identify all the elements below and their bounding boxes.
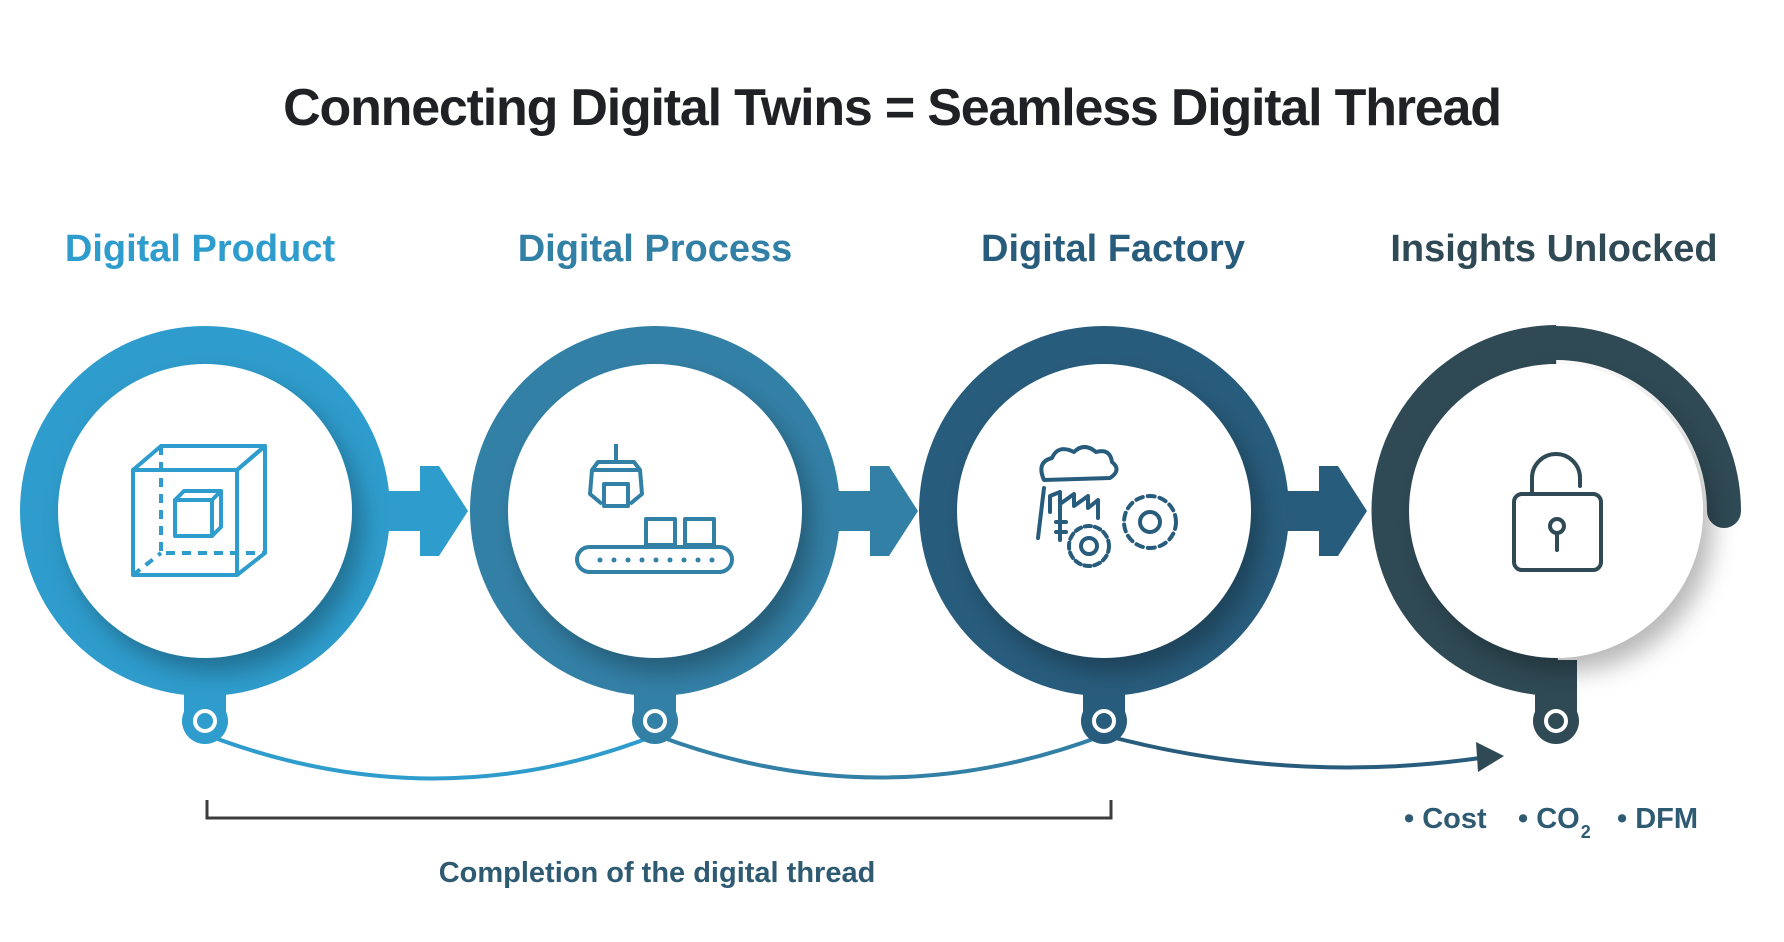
- stage-ring-tail: [1556, 326, 1741, 511]
- stage-label-digital-process: Digital Process: [518, 228, 793, 270]
- stage-inner-disc: [957, 364, 1251, 658]
- stage-inner-disc: [508, 364, 802, 658]
- stage-label-digital-product: Digital Product: [65, 228, 336, 270]
- thread-arrowhead-icon: [1476, 742, 1504, 772]
- stage-label-digital-factory: Digital Factory: [981, 228, 1245, 270]
- insight-co2: • CO2: [1518, 803, 1591, 842]
- stage-inner-disc: [1409, 364, 1703, 658]
- stage-node: [1081, 698, 1127, 744]
- node-hole: [1544, 709, 1568, 733]
- stage-node: [182, 698, 228, 744]
- stage-node: [1533, 698, 1579, 744]
- thread-bracket: [205, 800, 1113, 820]
- stage-digital-process: [470, 326, 918, 744]
- conveyor-belt-dots: [597, 557, 715, 563]
- thread-caption: Completion of the digital thread: [439, 857, 876, 889]
- node-hole: [193, 709, 217, 733]
- stage-label-insights-unlocked: Insights Unlocked: [1390, 228, 1717, 270]
- stage-insights-unlocked: [1371, 325, 1741, 744]
- cube-icon: [131, 444, 267, 577]
- factory-gears-icon: [1036, 445, 1178, 568]
- node-hole: [643, 709, 667, 733]
- insight-co2-subscript: 2: [1581, 822, 1591, 842]
- stage-node: [632, 698, 678, 744]
- stage-ring-tail-cap: [1707, 494, 1741, 528]
- stage-inner-disc: [58, 364, 352, 658]
- open-padlock-icon: [1512, 452, 1603, 572]
- conveyor-robot-icon: [575, 444, 734, 574]
- insight-dfm: • DFM: [1617, 803, 1698, 835]
- node-hole: [1092, 709, 1116, 733]
- digital-thread-curve: [206, 733, 1481, 781]
- insight-cost: • Cost: [1404, 803, 1487, 835]
- insight-co2-base: • CO: [1518, 803, 1580, 835]
- page-title: Connecting Digital Twins = Seamless Digi…: [283, 79, 1501, 137]
- stage-digital-factory: [919, 326, 1367, 744]
- stage-digital-product: [20, 326, 468, 744]
